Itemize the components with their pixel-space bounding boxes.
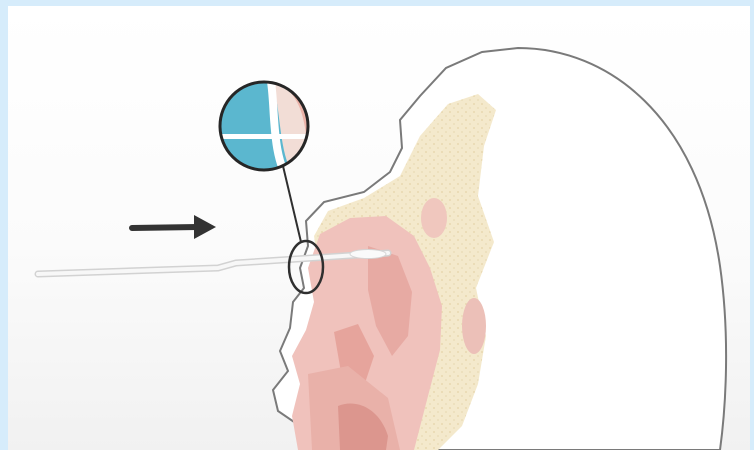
illustration-panel xyxy=(8,6,750,450)
magnifier-connector xyxy=(283,166,301,242)
arrow-right-icon xyxy=(132,215,216,239)
swab-tip xyxy=(350,250,386,259)
nasopharyngeal-swab-illustration xyxy=(8,6,750,450)
magnified-inset xyxy=(208,66,328,186)
